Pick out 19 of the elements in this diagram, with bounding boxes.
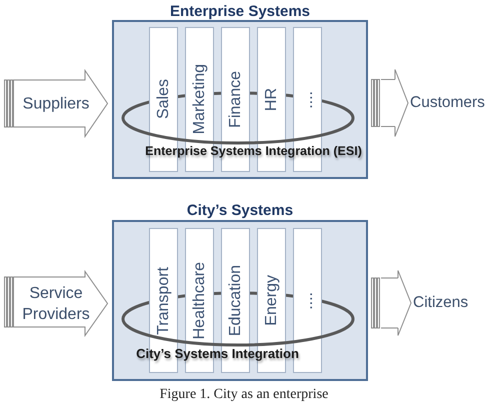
- column-label: HR: [264, 88, 280, 112]
- panel-title: Enterprise Systems: [170, 3, 310, 20]
- column-label: Education: [228, 264, 244, 336]
- column-label: Healthcare: [192, 262, 208, 340]
- ring-label: City’s Systems Integration: [136, 346, 299, 361]
- figure-caption: Figure 1. City as an enterprise: [160, 387, 328, 402]
- column-label: Finance: [228, 71, 244, 128]
- column-label: Marketing: [192, 64, 208, 135]
- side-label: Citizens: [413, 293, 468, 313]
- column-label: ....: [300, 292, 316, 310]
- column-label: Transport: [156, 266, 172, 334]
- arrow-label: Service Providers: [21, 284, 91, 324]
- arrow-label: Suppliers: [22, 94, 90, 114]
- column-label: Sales: [156, 79, 172, 120]
- panel-title: City’s Systems: [186, 201, 294, 220]
- column-label: ....: [300, 90, 316, 108]
- column-label: Energy: [264, 275, 280, 326]
- ring-label: Enterprise Systems Integration (ESI): [145, 144, 362, 159]
- side-label: Customers: [410, 93, 485, 113]
